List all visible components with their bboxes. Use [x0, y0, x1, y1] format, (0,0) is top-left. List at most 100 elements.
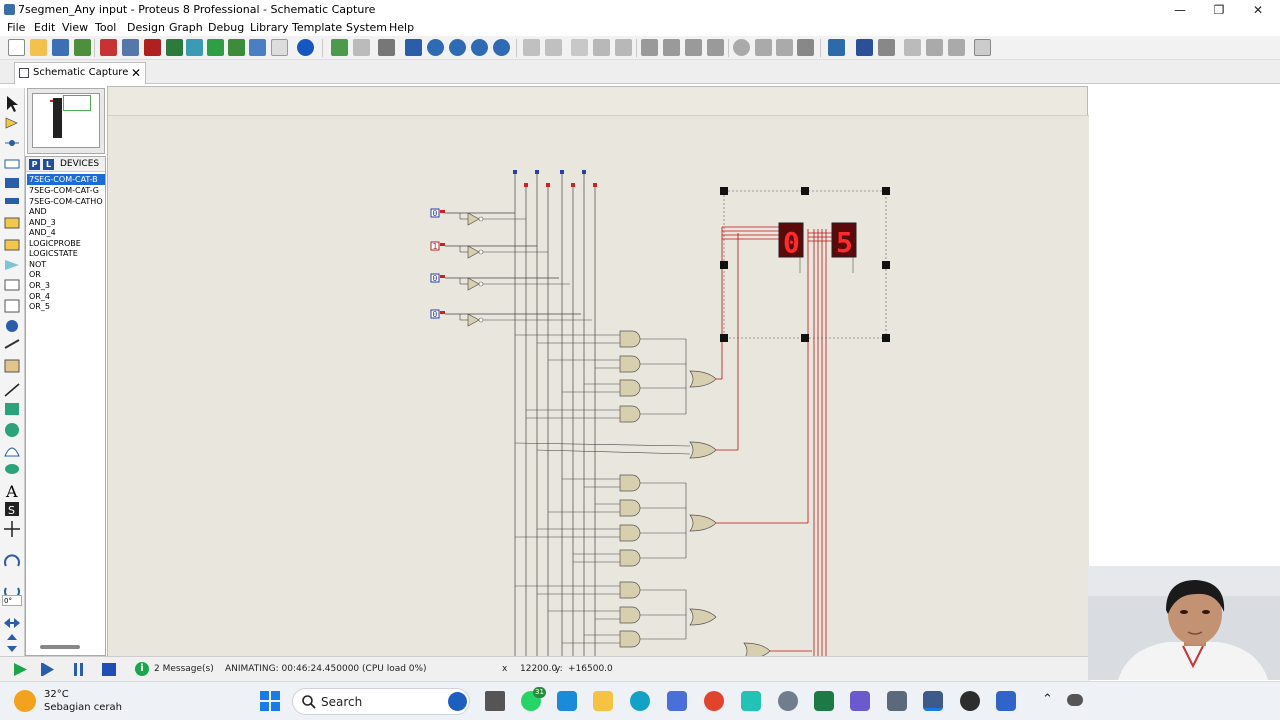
weather-temperature[interactable]: 32°C — [44, 689, 69, 700]
save-icon[interactable] — [52, 39, 69, 56]
cut-icon[interactable] — [571, 39, 588, 56]
bom-icon[interactable] — [207, 39, 224, 56]
device-item[interactable]: AND_4 — [29, 228, 56, 237]
excel-icon[interactable] — [814, 691, 834, 711]
device-item[interactable]: NOT — [29, 260, 47, 269]
property-assignment-icon[interactable] — [878, 39, 895, 56]
tab-schematic-capture[interactable]: Schematic Capture ✕ — [14, 62, 146, 84]
menu-library[interactable]: Library — [250, 21, 289, 34]
close-window-button[interactable]: ✕ — [1252, 3, 1264, 17]
device-item[interactable]: AND_3 — [29, 218, 56, 227]
block-delete-icon[interactable] — [707, 39, 724, 56]
proteus-pcb-icon[interactable] — [850, 691, 870, 711]
proteus-taskbar-icon[interactable] — [923, 691, 943, 711]
lync-icon[interactable] — [557, 691, 577, 711]
menu-edit[interactable]: Edit — [34, 21, 56, 34]
menu-system[interactable]: System — [346, 21, 388, 34]
file-explorer-icon[interactable] — [593, 691, 613, 711]
minimize-button[interactable]: — — [1174, 3, 1186, 17]
rotation-angle-field[interactable]: 0° — [2, 595, 22, 606]
gerber-icon[interactable] — [186, 39, 203, 56]
device-item[interactable]: OR_4 — [29, 292, 50, 301]
camera-icon[interactable] — [887, 691, 907, 711]
task-view-icon[interactable] — [485, 691, 505, 711]
packaging-tool-icon[interactable] — [776, 39, 793, 56]
search-tag-icon[interactable] — [856, 39, 873, 56]
zoom-all-icon[interactable] — [471, 39, 488, 56]
device-item[interactable]: OR_5 — [29, 302, 50, 311]
notes-icon[interactable] — [271, 39, 288, 56]
remove-sheet-icon[interactable] — [926, 39, 943, 56]
library-manager-button[interactable]: L — [43, 159, 54, 170]
paste-icon[interactable] — [615, 39, 632, 56]
zoom-in-icon[interactable] — [427, 39, 444, 56]
open-folder-icon[interactable] — [30, 39, 47, 56]
pick-devices-button[interactable]: P — [29, 159, 40, 170]
settings-gear-icon[interactable] — [778, 691, 798, 711]
3d-view-icon[interactable] — [166, 39, 183, 56]
wire-autorouter-icon[interactable] — [828, 39, 845, 56]
menu-view[interactable]: View — [62, 21, 89, 34]
device-item[interactable]: AND — [29, 207, 47, 216]
edge-icon[interactable] — [630, 691, 650, 711]
menu-design[interactable]: Design — [127, 21, 165, 34]
calculator-icon[interactable] — [996, 691, 1016, 711]
devices-horizontal-scrollbar[interactable] — [40, 645, 80, 649]
schematic-icon[interactable] — [122, 39, 139, 56]
overview-window[interactable] — [27, 88, 105, 154]
onedrive-cloud-icon[interactable] — [1067, 694, 1083, 706]
exit-to-parent-icon[interactable] — [948, 39, 965, 56]
new-sheet-icon[interactable] — [904, 39, 921, 56]
tab-close-icon[interactable]: ✕ — [130, 66, 141, 80]
new-file-icon[interactable] — [8, 39, 25, 56]
origin-icon[interactable] — [378, 39, 395, 56]
snipping-icon[interactable] — [741, 691, 761, 711]
pan-icon[interactable] — [405, 39, 422, 56]
undo-icon[interactable] — [523, 39, 540, 56]
chrome-icon[interactable] — [704, 691, 724, 711]
device-item[interactable]: LOGICSTATE — [29, 249, 78, 258]
pcb-icon[interactable] — [144, 39, 161, 56]
help-icon[interactable] — [297, 39, 314, 56]
taskbar-search-box[interactable]: Search — [292, 688, 470, 715]
weather-description[interactable]: Sebagian cerah — [44, 702, 122, 713]
make-device-icon[interactable] — [755, 39, 772, 56]
decompose-icon[interactable] — [797, 39, 814, 56]
grid-icon[interactable] — [353, 39, 370, 56]
source-code-icon[interactable] — [249, 39, 266, 56]
menu-help[interactable]: Help — [389, 21, 415, 34]
redo-icon[interactable] — [545, 39, 562, 56]
device-item[interactable]: OR — [29, 270, 41, 279]
zoom-out-icon[interactable] — [449, 39, 466, 56]
device-item[interactable]: 7SEG-COM-CAT-B — [27, 174, 105, 185]
device-item[interactable]: 7SEG-COM-CATHO — [29, 197, 103, 206]
system-tray-chevron-up-icon[interactable]: ⌃ — [1042, 692, 1053, 707]
weather-sun-icon[interactable] — [14, 690, 36, 712]
netlist-icon[interactable] — [974, 39, 991, 56]
pick-device-icon[interactable] — [733, 39, 750, 56]
design-explorer-icon[interactable] — [228, 39, 245, 56]
menu-debug[interactable]: Debug — [208, 21, 245, 34]
menu-file[interactable]: File — [7, 21, 26, 34]
zoom-area-icon[interactable] — [493, 39, 510, 56]
windows-start-icon[interactable] — [259, 690, 281, 712]
import-icon[interactable] — [74, 39, 91, 56]
refresh-icon[interactable] — [331, 39, 348, 56]
block-rotate-icon[interactable] — [685, 39, 702, 56]
menu-graph[interactable]: Graph — [169, 21, 203, 34]
store-icon[interactable] — [667, 691, 687, 711]
menu-template[interactable]: Template — [292, 21, 343, 34]
messages-count[interactable]: 2 Message(s) — [154, 664, 214, 674]
copy-icon[interactable] — [593, 39, 610, 56]
restore-button[interactable]: ❐ — [1213, 3, 1225, 17]
home-icon[interactable] — [100, 39, 117, 56]
device-item[interactable]: LOGICPROBE — [29, 239, 81, 248]
block-move-icon[interactable] — [663, 39, 680, 56]
obs-icon[interactable] — [960, 691, 980, 711]
device-item[interactable]: OR_3 — [29, 281, 50, 290]
device-item[interactable]: 7SEG-COM-CAT-G — [29, 186, 99, 195]
block-copy-icon[interactable] — [641, 39, 658, 56]
